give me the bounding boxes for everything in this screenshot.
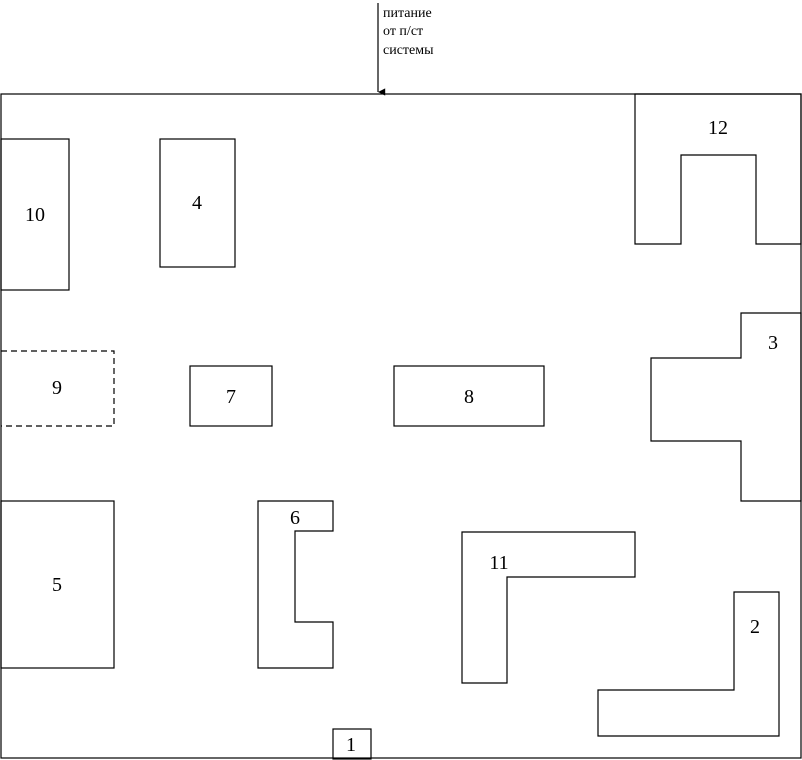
equipment-7-label: 7	[226, 386, 236, 408]
equipment-10-label: 10	[25, 204, 45, 226]
power-supply: питание от п/ст системы	[377, 3, 434, 96]
equipment-11: 11	[461, 531, 636, 684]
equipment-6: 6	[257, 500, 334, 669]
equipment-3: 3	[650, 312, 802, 502]
equipment-1-label: 1	[346, 734, 356, 756]
power-note-line-1: питание	[383, 6, 432, 21]
equipment-2: 2	[597, 591, 780, 737]
equipment-4-label: 4	[192, 192, 202, 214]
equipment-5-label: 5	[52, 574, 62, 596]
equipment-4: 4	[159, 138, 236, 268]
equipment-8-label: 8	[464, 386, 474, 408]
equipment-10: 10	[0, 138, 70, 291]
equipment-12: 12	[634, 93, 802, 245]
equipment-11-label: 11	[489, 552, 508, 574]
equipment-3-label: 3	[768, 332, 778, 354]
equipment-12-label: 12	[708, 117, 728, 139]
equipment-7: 7	[189, 365, 273, 427]
power-note-line-2: от п/ст	[383, 24, 423, 39]
equipment-2-label: 2	[750, 616, 760, 638]
equipment-8: 8	[393, 365, 545, 427]
equipment-5: 5	[0, 500, 115, 669]
equipment-9-label: 9	[52, 377, 62, 399]
power-note-line-3: системы	[383, 43, 434, 58]
equipment-9: 9	[1, 350, 115, 427]
equipment-6-label: 6	[290, 507, 300, 529]
equipment-1: 1	[332, 728, 372, 760]
